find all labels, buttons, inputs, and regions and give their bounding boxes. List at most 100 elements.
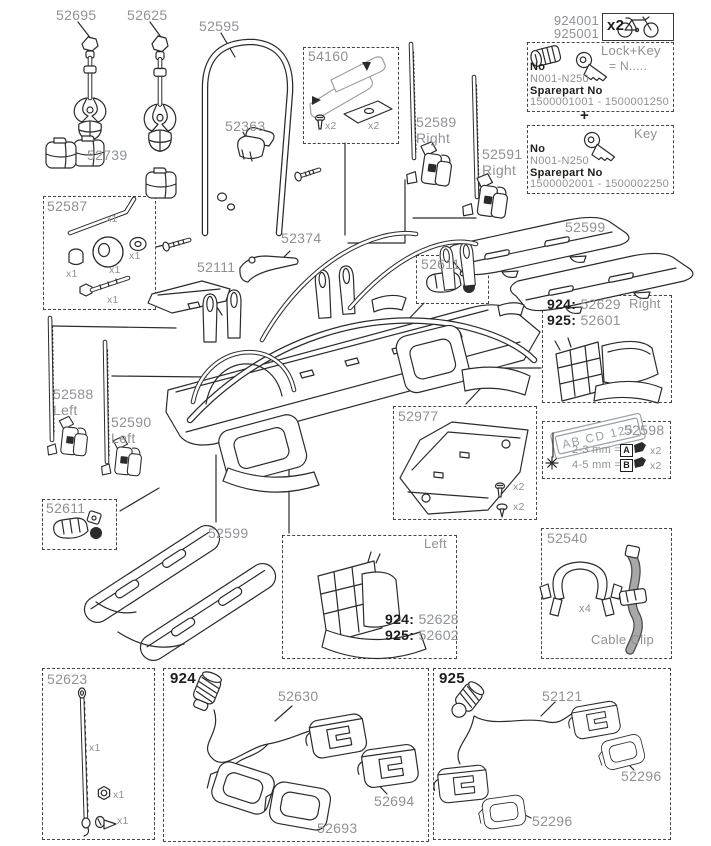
- qty-52587-key: x1: [106, 213, 118, 225]
- box-52587: [43, 196, 156, 310]
- plate-row-b-letter: B: [620, 459, 633, 472]
- label-52595: 52595: [199, 18, 240, 34]
- label-52599-bottom: 52599: [208, 525, 249, 541]
- 52589-strap-drawing: [404, 41, 456, 191]
- 52111-plate-drawing: [147, 280, 231, 314]
- label-52590: 52590: [111, 414, 152, 430]
- label-52540: 52540: [547, 530, 588, 546]
- qty-52587-bolt: x1: [107, 294, 119, 306]
- label-52374: 52374: [281, 230, 322, 246]
- right-lamp-924-row: 924: 52629: [547, 296, 621, 313]
- left-lamp-925-label: 925:: [385, 627, 415, 643]
- qty-52623-screw: x1: [117, 815, 129, 827]
- label-52589: 52589: [416, 114, 457, 130]
- label-52591-side: Right: [482, 162, 517, 178]
- qty-52587-knob: x1: [109, 264, 121, 276]
- group-925-label: 925: [439, 670, 465, 687]
- plate-row-a-qty: x2: [650, 445, 662, 457]
- label-52625: 52625: [127, 7, 168, 23]
- left-lamp-924-part: 52628: [418, 611, 459, 627]
- label-52630: 52630: [278, 688, 319, 704]
- 925-harness-drawing: [431, 681, 647, 831]
- label-52599-top: 52599: [565, 219, 606, 235]
- qty-52977-screw1: x2: [513, 481, 525, 493]
- label-52611-bottom: 52611: [46, 500, 86, 516]
- label-52695: 52695: [56, 7, 97, 23]
- right-lamp-924-label: 924:: [547, 296, 577, 312]
- 52587-hardware-drawing: [67, 196, 192, 297]
- label-52111: 52111: [197, 259, 236, 275]
- left-lamp-drawing: [317, 551, 427, 660]
- label-52588-side: Left: [53, 402, 78, 418]
- key-no-label: No: [530, 143, 546, 155]
- label-52611-top: 52611: [421, 256, 461, 272]
- lock-key-equals-note: = N.....: [609, 59, 648, 73]
- label-52589-side: Right: [416, 130, 451, 146]
- model-number-924001: 924001: [553, 13, 599, 28]
- main-carrier-drawing: [165, 230, 541, 493]
- key-sparepart-label: Sparepart No: [530, 167, 603, 179]
- right-lamp-side: Right: [629, 296, 661, 311]
- label-52977: 52977: [398, 408, 439, 424]
- box-924-harness: [163, 668, 429, 842]
- label-52588: 52588: [53, 386, 94, 402]
- 52739-cube-drawing: [45, 137, 77, 169]
- right-lamp-drawing: [554, 337, 663, 404]
- 52590-strap-drawing: [100, 339, 144, 480]
- qty-54160-plate: x2: [368, 120, 380, 132]
- 54160-lever-drawing: [309, 56, 393, 130]
- qty-52623-strap: x1: [89, 742, 101, 754]
- box-52611-bottom: [42, 499, 117, 550]
- lock-key-no-label: No: [530, 61, 546, 73]
- label-52591: 52591: [482, 146, 523, 162]
- lock-key-no-range: N001-N250: [530, 73, 589, 85]
- left-lamp-side: Left: [424, 536, 447, 551]
- label-52623: 52623: [47, 671, 88, 687]
- 7-pin-plug-drawing: [192, 671, 222, 712]
- bicycle-icon: [617, 16, 659, 38]
- right-lamp-924-part: 52629: [580, 296, 621, 312]
- cable-clip-qty: x4: [579, 603, 592, 615]
- 52363-clamp-drawing: [237, 127, 322, 182]
- left-lamp-925-row: 925: 52602: [385, 627, 459, 644]
- label-54160: 54160: [308, 48, 349, 64]
- cable-clip-drawing: [539, 544, 648, 655]
- right-lamp-925-label: 925:: [547, 312, 577, 328]
- label-52363: 52363: [225, 118, 266, 134]
- box-925-harness: [433, 668, 671, 840]
- key-no-range: N001-N250: [530, 155, 589, 167]
- left-lamp-924-row: 924: 52628: [385, 611, 459, 628]
- plate-row-a-range: 2-3 mm =: [572, 444, 622, 456]
- box-52977: [393, 406, 537, 520]
- group-924-label: 924: [170, 670, 196, 687]
- plate-row-b-qty: x2: [650, 460, 662, 472]
- qty-52623-nut: x1: [113, 789, 125, 801]
- key-title: Key: [634, 126, 658, 141]
- plate-row-b-range: 4-5 mm =: [572, 459, 622, 471]
- left-lamp-924-label: 924:: [385, 611, 415, 627]
- label-52693: 52693: [317, 820, 358, 836]
- 52977-plate-holder-drawing: [399, 421, 529, 518]
- label-52739: 52739: [87, 147, 128, 163]
- key-box: [527, 125, 674, 194]
- lock-key-title: Lock+Key: [601, 43, 661, 58]
- label-52590-side: Left: [111, 430, 136, 446]
- qty-52587-washer: x1: [129, 250, 141, 262]
- 13-pin-plug-drawing: [451, 681, 485, 718]
- left-lamp-925-part: 52602: [418, 627, 459, 643]
- 52374-bracket-drawing: [239, 255, 299, 283]
- lock-cylinder-icon: [530, 45, 562, 67]
- 52623-strap-drawing: [77, 687, 117, 837]
- bikes-quantity: x2: [607, 17, 625, 34]
- lock-key-sparepart-range: 1500001001 - 1500001250: [530, 96, 670, 108]
- 52625-clamp-drawing: [144, 36, 176, 199]
- plate-row-a-letter: A: [620, 444, 633, 457]
- lock-key-box: [527, 42, 674, 112]
- label-52296-right: 52296: [621, 768, 662, 784]
- 52595-frame-drawing: [201, 38, 294, 237]
- qty-54160-screw: x2: [325, 120, 337, 132]
- right-lamp-925-row: 925: 52601: [547, 312, 621, 329]
- cable-clip-caption: Cable Clip: [591, 632, 654, 647]
- plus-sign: +: [580, 107, 590, 124]
